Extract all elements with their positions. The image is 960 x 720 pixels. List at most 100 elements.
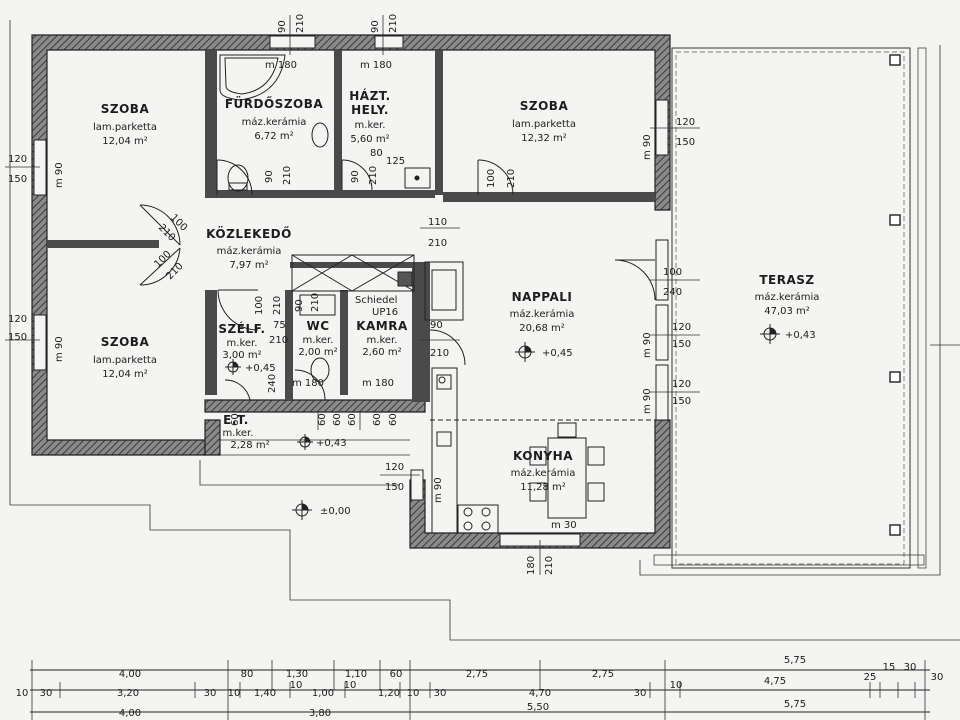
- dim-openings-m30: m 30: [551, 520, 577, 531]
- room-haztb-name2: HELY.: [351, 103, 389, 117]
- dim-openings-w120_r3: 120: [672, 379, 691, 390]
- room-nappali-area: 20,68 m²: [519, 323, 565, 334]
- room-terasz-area: 47,03 m²: [764, 306, 810, 317]
- dim-row2-8: 10: [344, 680, 357, 691]
- dim-openings-m180_b: m 180: [360, 60, 392, 71]
- room-wc-name: WC: [306, 319, 329, 333]
- room-et-area: 2,28 m²: [230, 440, 269, 451]
- dim-openings-d90_w: 90: [294, 299, 305, 312]
- dim-row1-2: 1,30: [286, 669, 308, 680]
- room-furdo-area: 6,72 m²: [254, 131, 293, 142]
- dim-row2-16: 25: [864, 672, 877, 683]
- dim-openings-d210_w: 210: [310, 293, 321, 312]
- dim-row3-3: 5,75: [784, 699, 806, 710]
- room-haztb-floor: m.ker.: [355, 120, 386, 131]
- dim-openings-d125: 125: [386, 156, 405, 167]
- room-szoba2-floor: lam.parketta: [512, 119, 576, 130]
- schiedel-label: Schiedel: [355, 295, 397, 306]
- exterior-walls: [31, 34, 671, 549]
- dim-openings-d90_top2: 90: [370, 20, 381, 33]
- dim-row3-2: 5,50: [527, 702, 549, 713]
- dim-openings-d210_3: 210: [506, 169, 517, 188]
- room-kamra-floor: m.ker.: [367, 335, 398, 346]
- dim-row1-0: 4,00: [119, 669, 141, 680]
- dim-openings-d60_6: 60: [347, 413, 358, 426]
- dim-row2-12: 4,70: [529, 688, 551, 699]
- dim-row2-4: 10: [228, 688, 241, 699]
- dim-openings-d110: 110: [428, 217, 447, 228]
- dim-row2-11: 30: [434, 688, 447, 699]
- room-szoba1-area: 12,04 m²: [102, 136, 148, 147]
- dim-row2-6: 10: [290, 680, 303, 691]
- level-texts: +0,45 +0,45 +0,43 +0,43 ±0,00: [245, 330, 816, 517]
- room-furdo-name: FÜRDŐSZOBA: [225, 96, 324, 111]
- room-furdo-floor: máz.kerámia: [242, 116, 307, 128]
- room-szoba1-floor: lam.parketta: [93, 122, 157, 133]
- dim-openings-d60_3: 60: [332, 413, 343, 426]
- room-terasz-name: TERASZ: [759, 273, 814, 287]
- dim-openings-d100_210_3: 100: [486, 169, 497, 188]
- dim-openings-d60_2: 60: [317, 413, 328, 426]
- dim-openings-d100_240: 100: [663, 267, 682, 278]
- level-et: +0,43: [316, 438, 347, 449]
- dim-openings-d210_2: 210: [368, 166, 379, 185]
- dim-openings-d210_kk: 210: [430, 348, 449, 359]
- dim-row2-2: 3,20: [117, 688, 139, 699]
- dim-row1-6: 2,75: [592, 669, 614, 680]
- dim-openings-d75: 75: [273, 320, 286, 331]
- dim-openings-m90_right2: m 90: [642, 332, 653, 358]
- dim-openings-m90_kitchen: m 90: [433, 477, 444, 503]
- dim-openings-d60_4: 60: [372, 413, 383, 426]
- opening-dims: m 180 m 180 m 180 m 180 m 90 m 90 m 90 m…: [8, 14, 695, 575]
- room-szoba3-area: 12,04 m²: [102, 369, 148, 380]
- room-wc-floor: m.ker.: [303, 335, 334, 346]
- windows: [33, 35, 669, 547]
- dim-row1-5: 2,75: [466, 669, 488, 680]
- room-szelf-area: 3,00 m²: [222, 350, 261, 361]
- room-haztb-name: HÁZT.: [349, 88, 390, 103]
- room-szoba3-name: SZOBA: [101, 335, 150, 349]
- dining-table: [529, 422, 605, 519]
- dimension-chains: 4,00 80 1,30 1,10 60 2,75 2,75 5,75 10 3…: [16, 655, 943, 720]
- level-ground: ±0,00: [320, 506, 351, 517]
- dim-openings-m90_right3: m 90: [642, 388, 653, 414]
- room-et-name: E.T.: [223, 413, 249, 427]
- dim-openings-d100_sz: 100: [254, 296, 265, 315]
- room-szoba2-area: 12,32 m²: [521, 133, 567, 144]
- dim-openings-w150_l1: 150: [8, 174, 27, 185]
- level-markers: [225, 324, 780, 520]
- dim-openings-d90_top1: 90: [277, 20, 288, 33]
- dim-openings-m180_c: m 180: [292, 378, 324, 389]
- dim-row3-0: 4,00: [119, 708, 141, 719]
- dim-row2-10: 10: [407, 688, 420, 699]
- dim-openings-d210_1: 210: [282, 166, 293, 185]
- dim-openings-d210_top1: 210: [295, 14, 306, 33]
- dim-openings-d210_sz: 210: [272, 296, 283, 315]
- dim-openings-d60_5: 60: [388, 413, 399, 426]
- chimney: [291, 254, 464, 321]
- dim-openings-d210_top2: 210: [388, 14, 399, 33]
- doors: [139, 159, 656, 401]
- dim-openings-w120_r2: 120: [672, 322, 691, 333]
- room-nappali-name: NAPPALI: [512, 290, 573, 304]
- dim-openings-d210_k: 210: [428, 238, 447, 249]
- dim-openings-m180_d: m 180: [362, 378, 394, 389]
- room-nappali-floor: máz.kerámia: [510, 308, 575, 320]
- dim-openings-w120_l2: 120: [8, 314, 27, 325]
- dim-openings-d180_b: 180: [526, 556, 537, 575]
- terrace: [653, 47, 927, 569]
- site-lines: [9, 20, 960, 641]
- dim-openings-d240: 240: [663, 287, 682, 298]
- dim-openings-w150_l2: 150: [8, 332, 27, 343]
- dim-openings-d240_szf: 240: [267, 374, 278, 393]
- room-terasz-floor: máz.kerámia: [755, 291, 820, 303]
- level-nappali: +0,45: [542, 348, 573, 359]
- dim-row1-1: 80: [241, 669, 254, 680]
- room-et-floor: m.ker.: [223, 428, 254, 439]
- dim-openings-d90_210_1: 90: [264, 170, 275, 183]
- dim-row2-5: 1,40: [254, 688, 276, 699]
- dim-row2-14: 10: [670, 680, 683, 691]
- dim-openings-m90_right1: m 90: [642, 134, 653, 160]
- dim-row2-13: 30: [634, 688, 647, 699]
